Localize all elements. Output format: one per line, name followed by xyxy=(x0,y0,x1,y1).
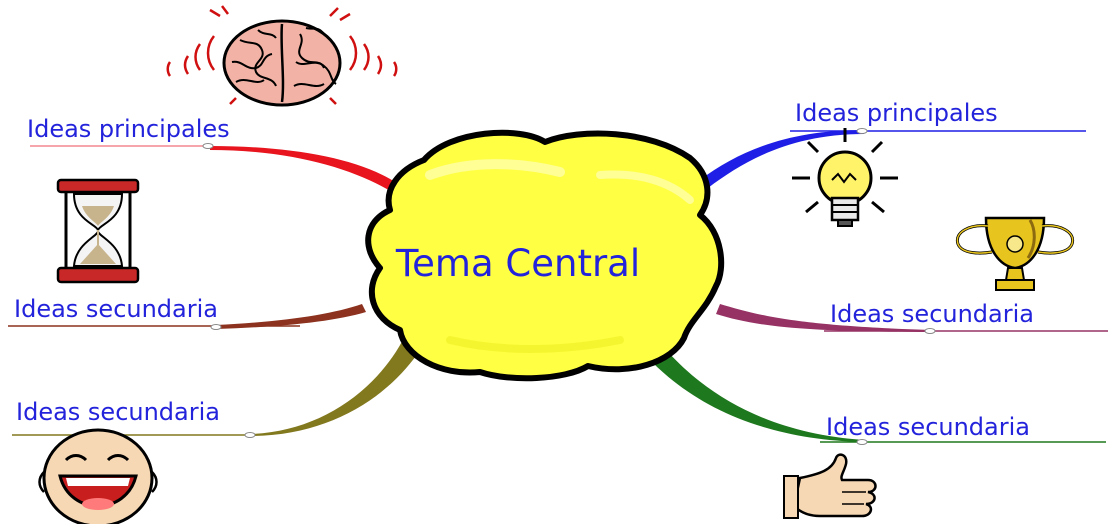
cloud-highlight xyxy=(446,336,624,353)
thumbs-up-icon xyxy=(783,453,877,519)
branch-mid-left-label: Ideas secundaria xyxy=(14,295,218,323)
branch-bottom-right-knob xyxy=(856,439,868,445)
branch-mid-right-knob xyxy=(924,328,936,334)
branch-bottom-right-connector xyxy=(652,352,864,442)
laughing-face-icon xyxy=(38,428,158,524)
hourglass-icon xyxy=(56,178,140,284)
branch-bottom-left-label: Ideas secundaria xyxy=(16,398,220,426)
central-topic-label: Tema Central xyxy=(395,242,640,285)
branch-top-right-label: Ideas principales xyxy=(795,99,998,127)
cloud-highlight xyxy=(596,170,694,204)
branch-mid-left-knob xyxy=(210,324,222,330)
central-cloud xyxy=(365,129,725,382)
branch-mid-right-label: Ideas secundaria xyxy=(830,300,1034,328)
branch-mid-right-connector xyxy=(716,304,932,332)
brain-icon xyxy=(166,5,398,107)
branch-top-left-connector xyxy=(210,146,398,192)
branch-bottom-left-connector xyxy=(250,330,424,436)
branch-bottom-left-knob xyxy=(244,432,256,438)
branch-top-left-knob xyxy=(202,143,214,149)
lightbulb-icon xyxy=(792,128,898,227)
cloud-highlight xyxy=(425,159,565,180)
trophy-icon xyxy=(955,216,1075,291)
branch-mid-left-connector xyxy=(216,304,366,329)
branch-bottom-right-label: Ideas secundaria xyxy=(826,413,1030,441)
branch-top-right-connector xyxy=(700,130,864,188)
branch-top-right-knob xyxy=(856,128,868,134)
branch-top-left-label: Ideas principales xyxy=(27,115,230,143)
